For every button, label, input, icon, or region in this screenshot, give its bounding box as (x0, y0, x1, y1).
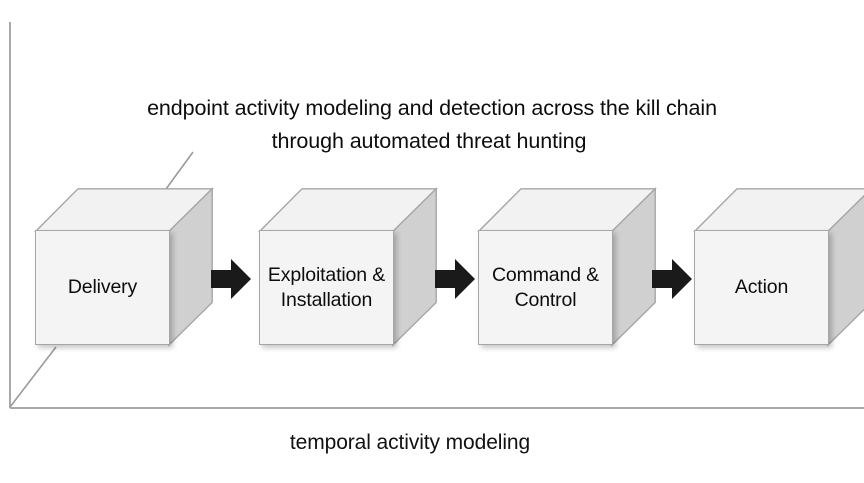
box-front-face (694, 230, 829, 345)
title-line-1: endpoint activity modeling and detection… (147, 96, 717, 120)
right-arrow-icon-2 (433, 256, 477, 302)
diagram-title: endpoint activity modeling and detection… (0, 92, 864, 158)
right-arrow-icon-1 (209, 256, 253, 302)
callout-leader-line (165, 151, 194, 190)
right-arrow-icon-3 (650, 256, 694, 302)
title-line-2: through automated threat hunting (271, 129, 587, 153)
box-side-face (168, 187, 213, 347)
bottom-axis-label: temporal activity modeling (289, 431, 531, 454)
box-side-face (827, 194, 864, 347)
box-side-face (392, 187, 437, 347)
bottom-axis-caption: temporal activity modeling (0, 428, 864, 458)
box-front-face (478, 230, 613, 345)
box-front-face (259, 230, 394, 345)
box-front-face (35, 230, 170, 345)
depth-axis-diagonal (9, 346, 57, 408)
